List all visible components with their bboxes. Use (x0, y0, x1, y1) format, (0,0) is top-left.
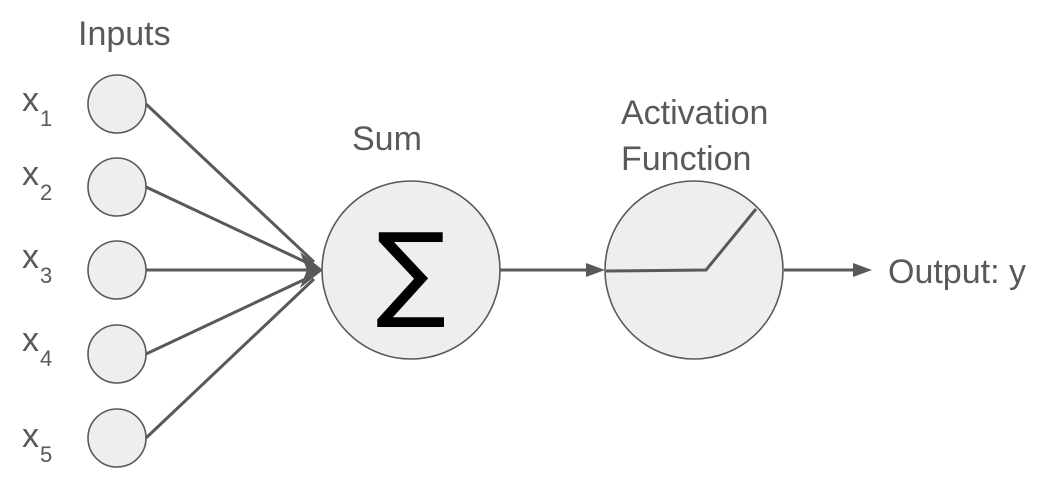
activation-heading-line-2: Function (621, 140, 751, 178)
sigma-symbol: ∑ (376, 210, 446, 332)
output-label: Output: y (888, 253, 1026, 291)
connection-x4-to-sum (145, 273, 315, 356)
input-variable: x (22, 81, 39, 119)
input-variable: x (22, 155, 39, 193)
input-node-3 (87, 240, 147, 300)
input-label-5: x 5 (22, 417, 52, 467)
connection-x5-to-sum (144, 277, 316, 440)
input-label-4: x 4 (22, 321, 52, 371)
input-subscript: 1 (40, 106, 52, 131)
input-label-1: x 1 (22, 81, 52, 131)
input-subscript: 2 (40, 180, 52, 205)
input-node-2 (87, 157, 147, 217)
input-label-3: x 3 (22, 238, 52, 288)
input-subscript: 3 (40, 263, 52, 288)
inputs-heading: Inputs (78, 15, 171, 53)
input-node-5 (87, 408, 147, 468)
input-label-2: x 2 (22, 155, 52, 205)
activation-heading-line-1: Activation (621, 94, 768, 132)
input-node-1 (87, 74, 147, 134)
sum-heading: Sum (352, 120, 422, 158)
sum-input-arrowhead (300, 252, 323, 288)
output-arrowhead (853, 263, 872, 277)
input-variable: x (22, 238, 39, 276)
input-subscript: 5 (40, 442, 52, 467)
input-node-4 (87, 324, 147, 384)
activation-input-arrowhead (586, 263, 605, 277)
input-variable: x (22, 321, 39, 359)
input-variable: x (22, 417, 39, 455)
relu-curve-icon (605, 208, 758, 273)
connection-x1-to-sum (144, 102, 316, 264)
connection-x2-to-sum (145, 185, 315, 268)
input-subscript: 4 (40, 346, 52, 371)
